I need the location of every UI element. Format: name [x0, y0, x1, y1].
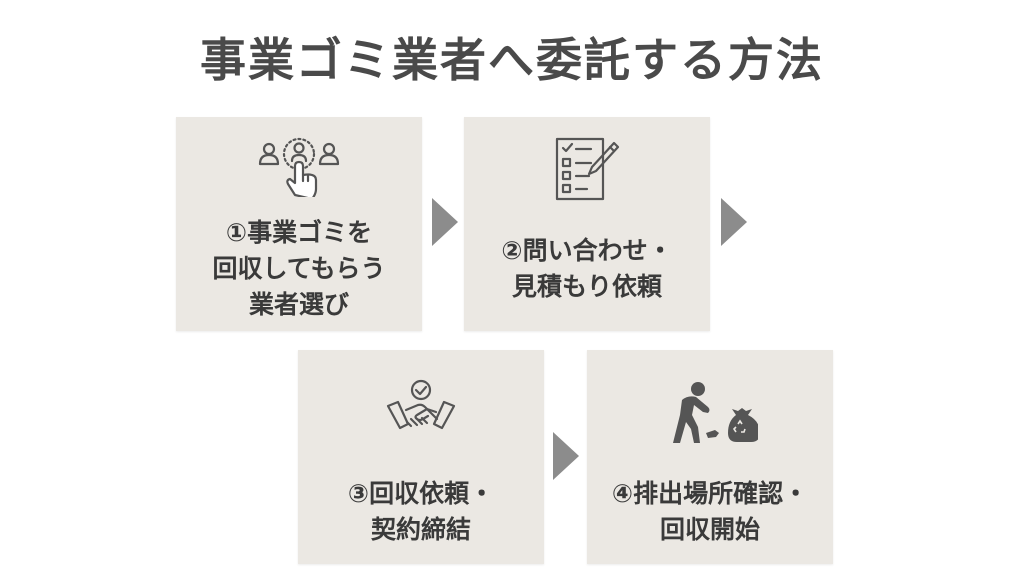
- flow-arrow-3: [553, 432, 579, 480]
- person-garbage-bag-icon: [587, 380, 833, 446]
- flow-arrow-1: [432, 198, 458, 246]
- page-title: 事業ゴミ業者へ委託する方法: [200, 33, 824, 87]
- step-2-card: ②問い合わせ・ 見積もり依頼: [464, 117, 710, 331]
- flow-arrow-2: [721, 198, 747, 246]
- step-4-card: ④排出場所確認・ 回収開始: [587, 350, 833, 564]
- select-person-icon: [176, 137, 422, 197]
- step-1-label: ①事業ゴミを 回収してもらう 業者選び: [212, 218, 386, 319]
- step-3-label: ③回収依頼・ 契約締結: [347, 479, 495, 544]
- checklist-pen-icon: [464, 133, 710, 205]
- handshake-check-icon: [298, 378, 544, 442]
- step-4-label: ④排出場所確認・ 回収開始: [611, 479, 809, 544]
- step-2-label: ②問い合わせ・ 見積もり依頼: [501, 236, 673, 301]
- step-1-card: ①事業ゴミを 回収してもらう 業者選び: [176, 117, 422, 331]
- step-3-card: ③回収依頼・ 契約締結: [298, 350, 544, 564]
